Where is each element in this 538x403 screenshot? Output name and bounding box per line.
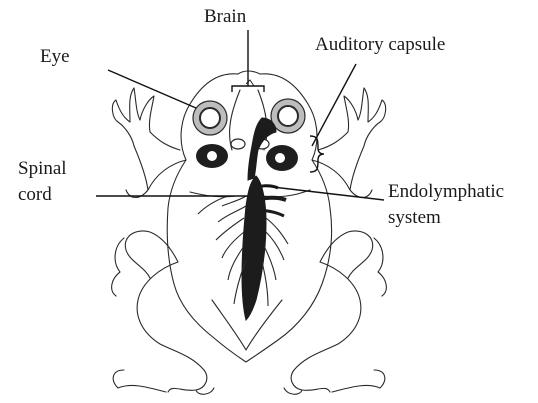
right-foot bbox=[284, 238, 386, 394]
left-foot bbox=[112, 238, 214, 394]
eye-leader-line bbox=[108, 70, 196, 108]
label-endolymphatic-line-2: system bbox=[388, 205, 528, 231]
label-spinal-cord-line-1: Spinal bbox=[18, 156, 98, 182]
label-auditory-capsule: Auditory capsule bbox=[315, 32, 445, 58]
label-spinal-cord-line-2: cord bbox=[18, 182, 98, 208]
label-endolymphatic-line-1: Endolymphatic bbox=[388, 179, 528, 205]
label-eye: Eye bbox=[40, 44, 70, 70]
right-hind-leg bbox=[291, 231, 373, 392]
brain-bracket bbox=[232, 86, 264, 92]
left-hind-leg bbox=[125, 231, 207, 392]
label-endolymphatic-system: Endolymphatic system bbox=[388, 179, 528, 231]
auditory-capsule-right bbox=[266, 145, 298, 171]
label-brain: Brain bbox=[204, 4, 246, 30]
auditory-leader-line bbox=[312, 64, 356, 146]
auditory-capsule-left bbox=[196, 144, 228, 168]
eye-left bbox=[193, 101, 227, 135]
auditory-bracket bbox=[310, 136, 324, 172]
label-spinal-cord: Spinal cord bbox=[18, 156, 98, 208]
eye-right bbox=[271, 99, 305, 133]
